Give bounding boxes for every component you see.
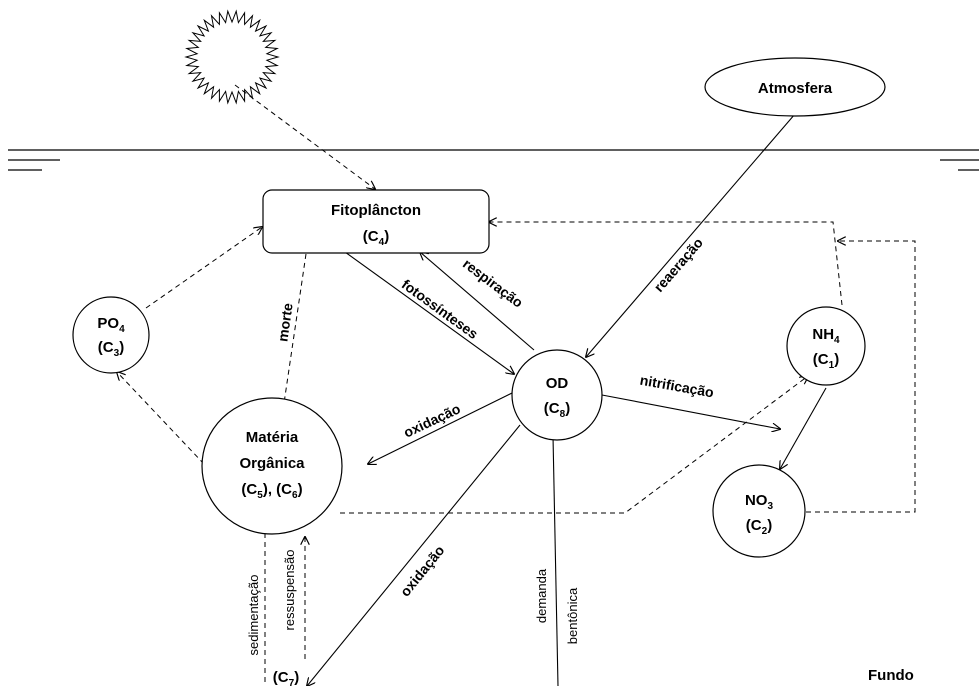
c7-code: (C7): [273, 669, 299, 686]
sedimentacao-label: sedimentação: [246, 575, 261, 656]
fitoplancton-node: Fitoplâncton (C4): [262, 189, 490, 254]
materia-to-po4-arrow: [117, 372, 205, 465]
no3-node: NO3 (C2): [712, 464, 806, 558]
reaeracao-label: reaeração: [650, 235, 705, 295]
materia-code: (C5), (C6): [241, 481, 302, 501]
sun-to-fitoplancton-arrow: [234, 84, 375, 189]
respiracao-arrow: [420, 252, 535, 351]
ressuspensao-label: ressuspensão: [282, 550, 297, 631]
po4-label: PO4: [97, 315, 125, 335]
morte-label: morte: [274, 302, 295, 343]
respiracao-label: respiração: [460, 255, 526, 310]
fotossinteses-label: fotossínteses: [399, 276, 482, 342]
fotossinteses-arrow: [344, 251, 514, 374]
nh4-label: NH4: [812, 326, 840, 346]
reaeracao-arrow: [586, 113, 796, 357]
c7-node: (C7): [268, 662, 306, 686]
od-label: OD: [546, 375, 569, 392]
atmosfera-node: Atmosfera: [704, 57, 886, 117]
sun-icon: [184, 9, 280, 105]
materia-to-nh4-arrow: [340, 376, 808, 514]
water-surface: [8, 149, 979, 171]
demanda-bentonica-line: [552, 435, 559, 686]
po4-to-fitoplancton-arrow: [145, 227, 262, 309]
demanda-label: demanda: [534, 568, 549, 623]
nitrificacao-arrow: [601, 394, 780, 429]
nitrificacao-label: nitrificação: [639, 372, 715, 401]
po4-node: PO4 (C3): [72, 296, 150, 374]
no3-label: NO3: [745, 492, 774, 512]
no3-to-nh4-arrow: [806, 241, 916, 513]
oxidacao-fundo-label: oxidação: [397, 542, 448, 599]
materia-organica-node: Matéria Orgânica (C5), (C6): [201, 397, 343, 535]
bentonica-label: bentônica: [565, 587, 580, 644]
connectors: [117, 84, 916, 686]
oxidacao-fundo-arrow: [307, 424, 521, 686]
fitoplancton-label: Fitoplâncton: [331, 202, 421, 219]
nh4-to-fitoplancton-arrow: [489, 222, 843, 306]
atmosfera-label: Atmosfera: [758, 80, 833, 97]
oxidacao-materia-label: oxidação: [401, 400, 463, 440]
nh4-to-no3-arrow: [780, 387, 827, 469]
fundo-label: Fundo: [868, 667, 914, 684]
nh4-node: NH4 (C1): [786, 306, 866, 386]
od-node: OD (C8): [511, 349, 603, 441]
materia-label-line2: Orgânica: [239, 455, 305, 472]
materia-label-line1: Matéria: [246, 429, 299, 446]
oxidacao-materia-arrow: [368, 392, 513, 464]
